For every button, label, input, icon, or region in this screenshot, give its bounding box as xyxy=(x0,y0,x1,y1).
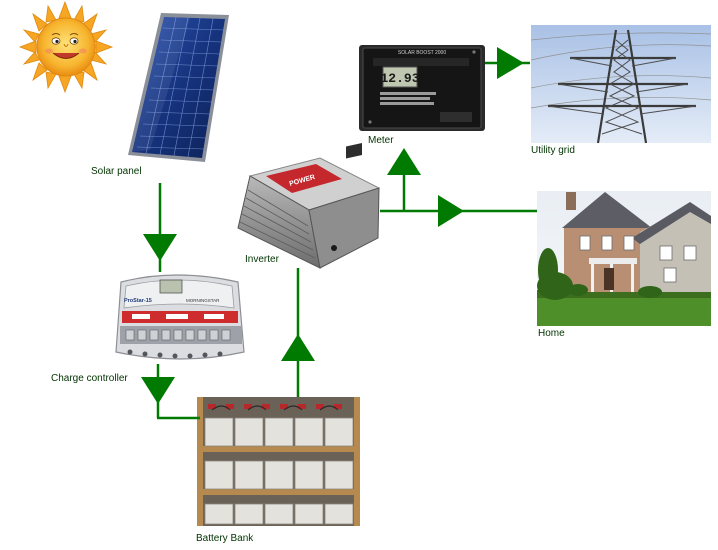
label-charge-controller: Charge controller xyxy=(51,373,128,384)
meter-brand: SOLAR BOOST 2000 xyxy=(398,50,446,56)
charge-controller-icon: ProStar-15 MORNINGSTAR xyxy=(115,274,245,360)
meter-icon: SOLAR BOOST 2000 12.93 xyxy=(359,45,485,131)
sun-icon xyxy=(18,0,114,94)
label-utility-grid: Utility grid xyxy=(531,145,575,156)
meter-reading: 12.93 xyxy=(380,71,419,86)
controller-brand: ProStar-15 xyxy=(124,298,152,304)
power-tower-icon xyxy=(530,25,712,144)
flow-arrows xyxy=(141,47,524,404)
solar-panel-icon xyxy=(128,13,229,162)
controller-maker: MORNINGSTAR xyxy=(186,298,220,303)
battery-bank-icon xyxy=(197,397,360,526)
house-icon xyxy=(537,191,711,326)
arrow-up-icon xyxy=(387,148,421,175)
arrow-up-icon xyxy=(281,334,315,361)
arrow-right-icon xyxy=(438,195,464,227)
label-solar-panel: Solar panel xyxy=(91,166,142,177)
arrow-down-icon xyxy=(141,377,175,404)
label-inverter: Inverter xyxy=(245,254,279,265)
inverter-icon: POWER xyxy=(237,143,381,269)
label-meter: Meter xyxy=(368,135,394,146)
label-home: Home xyxy=(538,328,565,339)
arrow-down-icon xyxy=(143,234,177,261)
arrow-right-icon xyxy=(497,47,524,79)
label-battery-bank: Battery Bank xyxy=(196,533,254,544)
